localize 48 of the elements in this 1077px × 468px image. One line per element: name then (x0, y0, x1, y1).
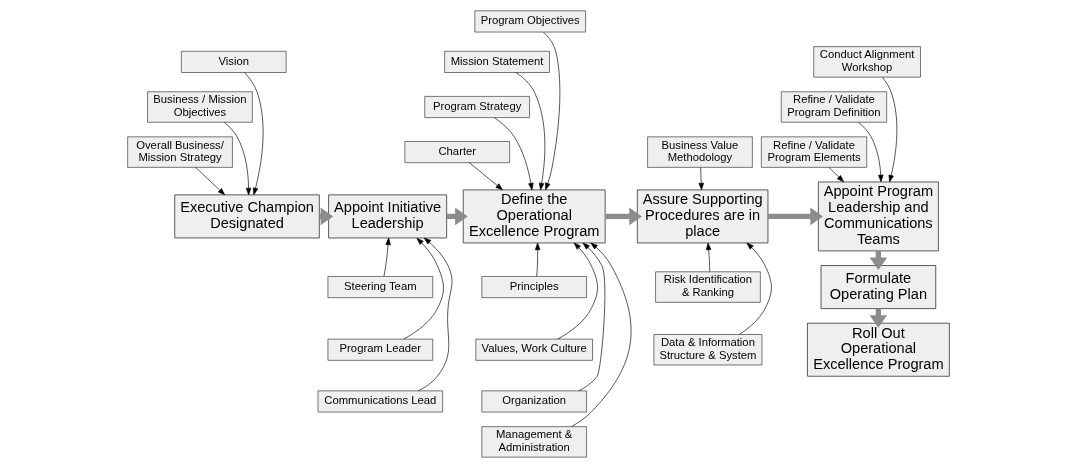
arrow (828, 167, 844, 183)
arrow (543, 31, 561, 191)
node-box: Mission Statement (444, 50, 550, 73)
node-box: Program Strategy (424, 96, 530, 118)
node-box: Program Objectives (474, 10, 586, 33)
arrow (418, 237, 453, 392)
arrow (469, 162, 503, 191)
node-box: Overall Business/ Mission Strategy (127, 136, 233, 168)
arrow (578, 242, 606, 392)
node-box: Roll Out Operational Excellence Program (807, 322, 950, 377)
arrow (535, 242, 541, 277)
node-box: Organization (481, 390, 587, 413)
node-box: Business / Mission Objectives (147, 91, 253, 123)
node-box: Communications Lead (317, 390, 443, 413)
node-box: Principles (481, 276, 587, 298)
arrow (403, 237, 444, 340)
node-box: Charter (404, 141, 510, 164)
arrow (195, 167, 226, 196)
arrow (882, 77, 898, 183)
node-box: Values, Work Culture (475, 338, 593, 361)
arrow (698, 167, 704, 191)
node-box: Program Leader (327, 338, 434, 361)
node-box: Data & Information Structure & System (653, 334, 763, 366)
node-box: Refine / Validate Program Elements (761, 136, 868, 168)
arrow (515, 72, 546, 191)
arrow (739, 242, 772, 335)
arrow (705, 242, 712, 273)
node-box: Steering Team (327, 276, 434, 298)
node-box: Define the Operational Excellence Program (462, 189, 606, 244)
node-box: Risk Identification & Ranking (655, 271, 761, 303)
node-box: Conduct Alignment Workshop (813, 46, 921, 78)
arrow (244, 72, 264, 195)
node-box: Appoint Initiative Leadership (328, 194, 448, 239)
node-box: Formulate Operating Plan (820, 265, 937, 309)
arrow (768, 207, 823, 226)
node-box: Executive Champion Designated (174, 194, 320, 239)
node-box: Vision (181, 50, 287, 73)
arrow (223, 121, 252, 196)
arrow (605, 207, 642, 226)
node-box: Refine / Validate Program Definition (780, 91, 887, 123)
arrow (494, 117, 534, 191)
node-box: Assure Supporting Procedures are in place (636, 189, 769, 244)
arrow (858, 122, 884, 183)
arrow (557, 242, 598, 340)
arrow (383, 237, 391, 277)
node-box: Management & Administration (481, 426, 587, 458)
node-box: Business Value Methodology (647, 136, 753, 168)
node-box: Appoint Program Leadership and Communications Teams (817, 181, 939, 252)
